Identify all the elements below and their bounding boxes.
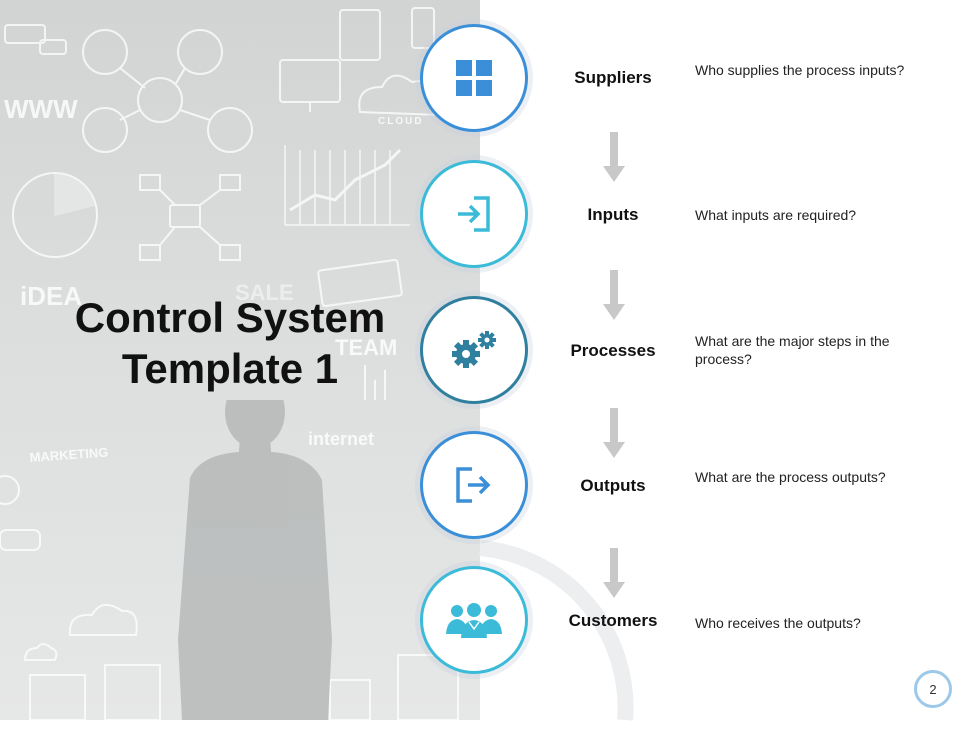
doodle-text-idea: iDEA xyxy=(20,281,82,311)
sign-out-icon xyxy=(456,467,491,503)
gears-icon xyxy=(452,331,496,368)
slide-title: Control System Template 1 xyxy=(20,292,440,394)
slide-title-line2: Template 1 xyxy=(121,345,339,392)
down-arrow-icon xyxy=(603,408,625,458)
grid-icon xyxy=(456,60,492,96)
step-circle-suppliers xyxy=(420,24,528,132)
sign-in-icon xyxy=(458,196,490,232)
doodle-text-internet: internet xyxy=(308,429,374,449)
step-label-outputs: Outputs xyxy=(580,476,646,495)
down-arrow-icon xyxy=(603,132,625,182)
step-desc-outputs: What are the process outputs? xyxy=(695,469,886,485)
step-desc-customers: Who receives the outputs? xyxy=(695,615,861,631)
page-number-badge: 2 xyxy=(914,670,952,708)
doodle-text-sale: SALE xyxy=(235,280,294,305)
step-label-suppliers: Suppliers xyxy=(574,68,652,87)
step-desc-inputs: What inputs are required? xyxy=(695,207,857,223)
step-desc-suppliers: Who supplies the process inputs? xyxy=(695,62,905,78)
step-label-processes: Processes xyxy=(570,341,656,360)
step-label-customers: Customers xyxy=(568,611,658,630)
doodle-text-cloud: CLOUD xyxy=(378,116,424,127)
decorative-ring-right xyxy=(479,540,634,721)
down-arrow-icon xyxy=(603,270,625,320)
step-desc-processes: What are the major steps in the process? xyxy=(695,333,890,367)
users-group-icon xyxy=(446,603,502,638)
background-image-panel: WWW CLOUD iDEA MARKETING internet TEAM S… xyxy=(0,0,480,720)
step-circle-outputs xyxy=(420,431,528,539)
step-label-inputs: Inputs xyxy=(587,205,639,224)
step-circle-processes xyxy=(420,296,528,404)
chalkboard-doodles: WWW CLOUD iDEA MARKETING internet TEAM S… xyxy=(0,7,459,720)
step-circle-inputs xyxy=(420,160,528,268)
step-circle-customers xyxy=(420,566,528,674)
doodle-text-marketing: MARKETING xyxy=(29,445,109,465)
page-number: 2 xyxy=(929,681,937,697)
businessman-silhouette xyxy=(178,400,332,720)
down-arrow-icon xyxy=(603,548,625,598)
doodle-text-team: TEAM xyxy=(335,335,397,360)
slide-title-line1: Control System xyxy=(74,294,386,341)
doodle-text-www: WWW xyxy=(4,94,78,124)
